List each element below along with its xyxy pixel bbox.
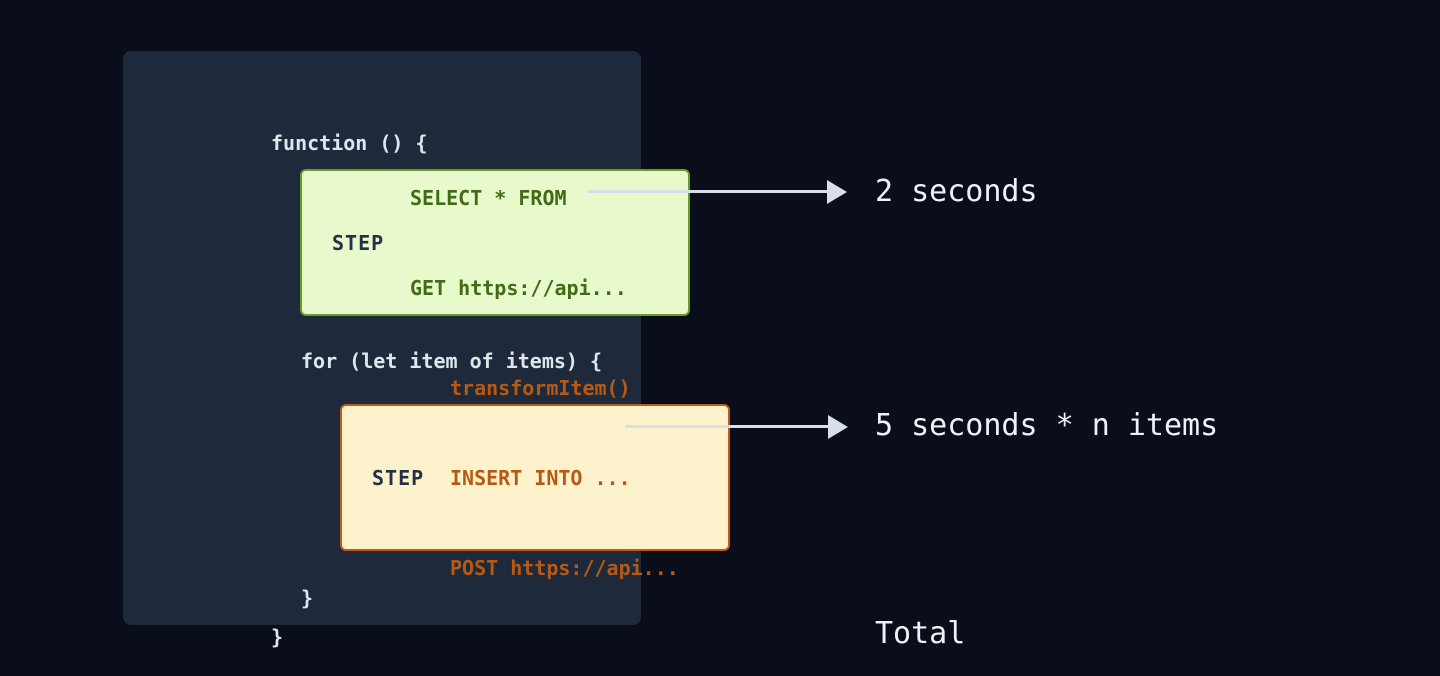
for-loop-close-line: } — [301, 586, 314, 610]
step-code-lines: SELECT * FROM GET https://api... — [410, 123, 627, 363]
function-close-line: } — [271, 625, 284, 649]
code-line: POST https://api... — [450, 555, 679, 580]
step-box-extract: STEP SELECT * FROM GET https://api... — [300, 169, 690, 316]
code-line: transformItem() — [450, 375, 631, 400]
step-label: STEP — [332, 230, 385, 255]
total-summary: Total 100 items = 502 seconds — [875, 531, 1290, 676]
arrowhead-icon — [828, 414, 848, 439]
code-line: GET https://api... — [410, 275, 627, 300]
step-label: STEP — [372, 465, 425, 490]
code-panel: function () { STEP SELECT * FROM GET htt… — [123, 51, 730, 648]
function-open-line: function () { — [271, 131, 428, 155]
duration-transform-load: 5 seconds * n items — [875, 408, 1219, 443]
code-line: INSERT INTO ... — [450, 465, 631, 490]
total-label: Total — [875, 616, 966, 651]
flow-arrow-extract — [588, 179, 847, 204]
step-box-transform-load: STEP transformItem() INSERT INTO ... POS… — [340, 376, 730, 580]
duration-extract: 2 seconds — [875, 174, 1038, 209]
flow-arrow-transform-load — [625, 414, 848, 439]
code-line: SELECT * FROM — [410, 185, 567, 210]
arrowhead-icon — [827, 179, 847, 204]
step-code-lines: transformItem() INSERT INTO ... POST htt… — [450, 313, 679, 643]
for-loop-open-line: for (let item of items) { — [301, 349, 603, 373]
